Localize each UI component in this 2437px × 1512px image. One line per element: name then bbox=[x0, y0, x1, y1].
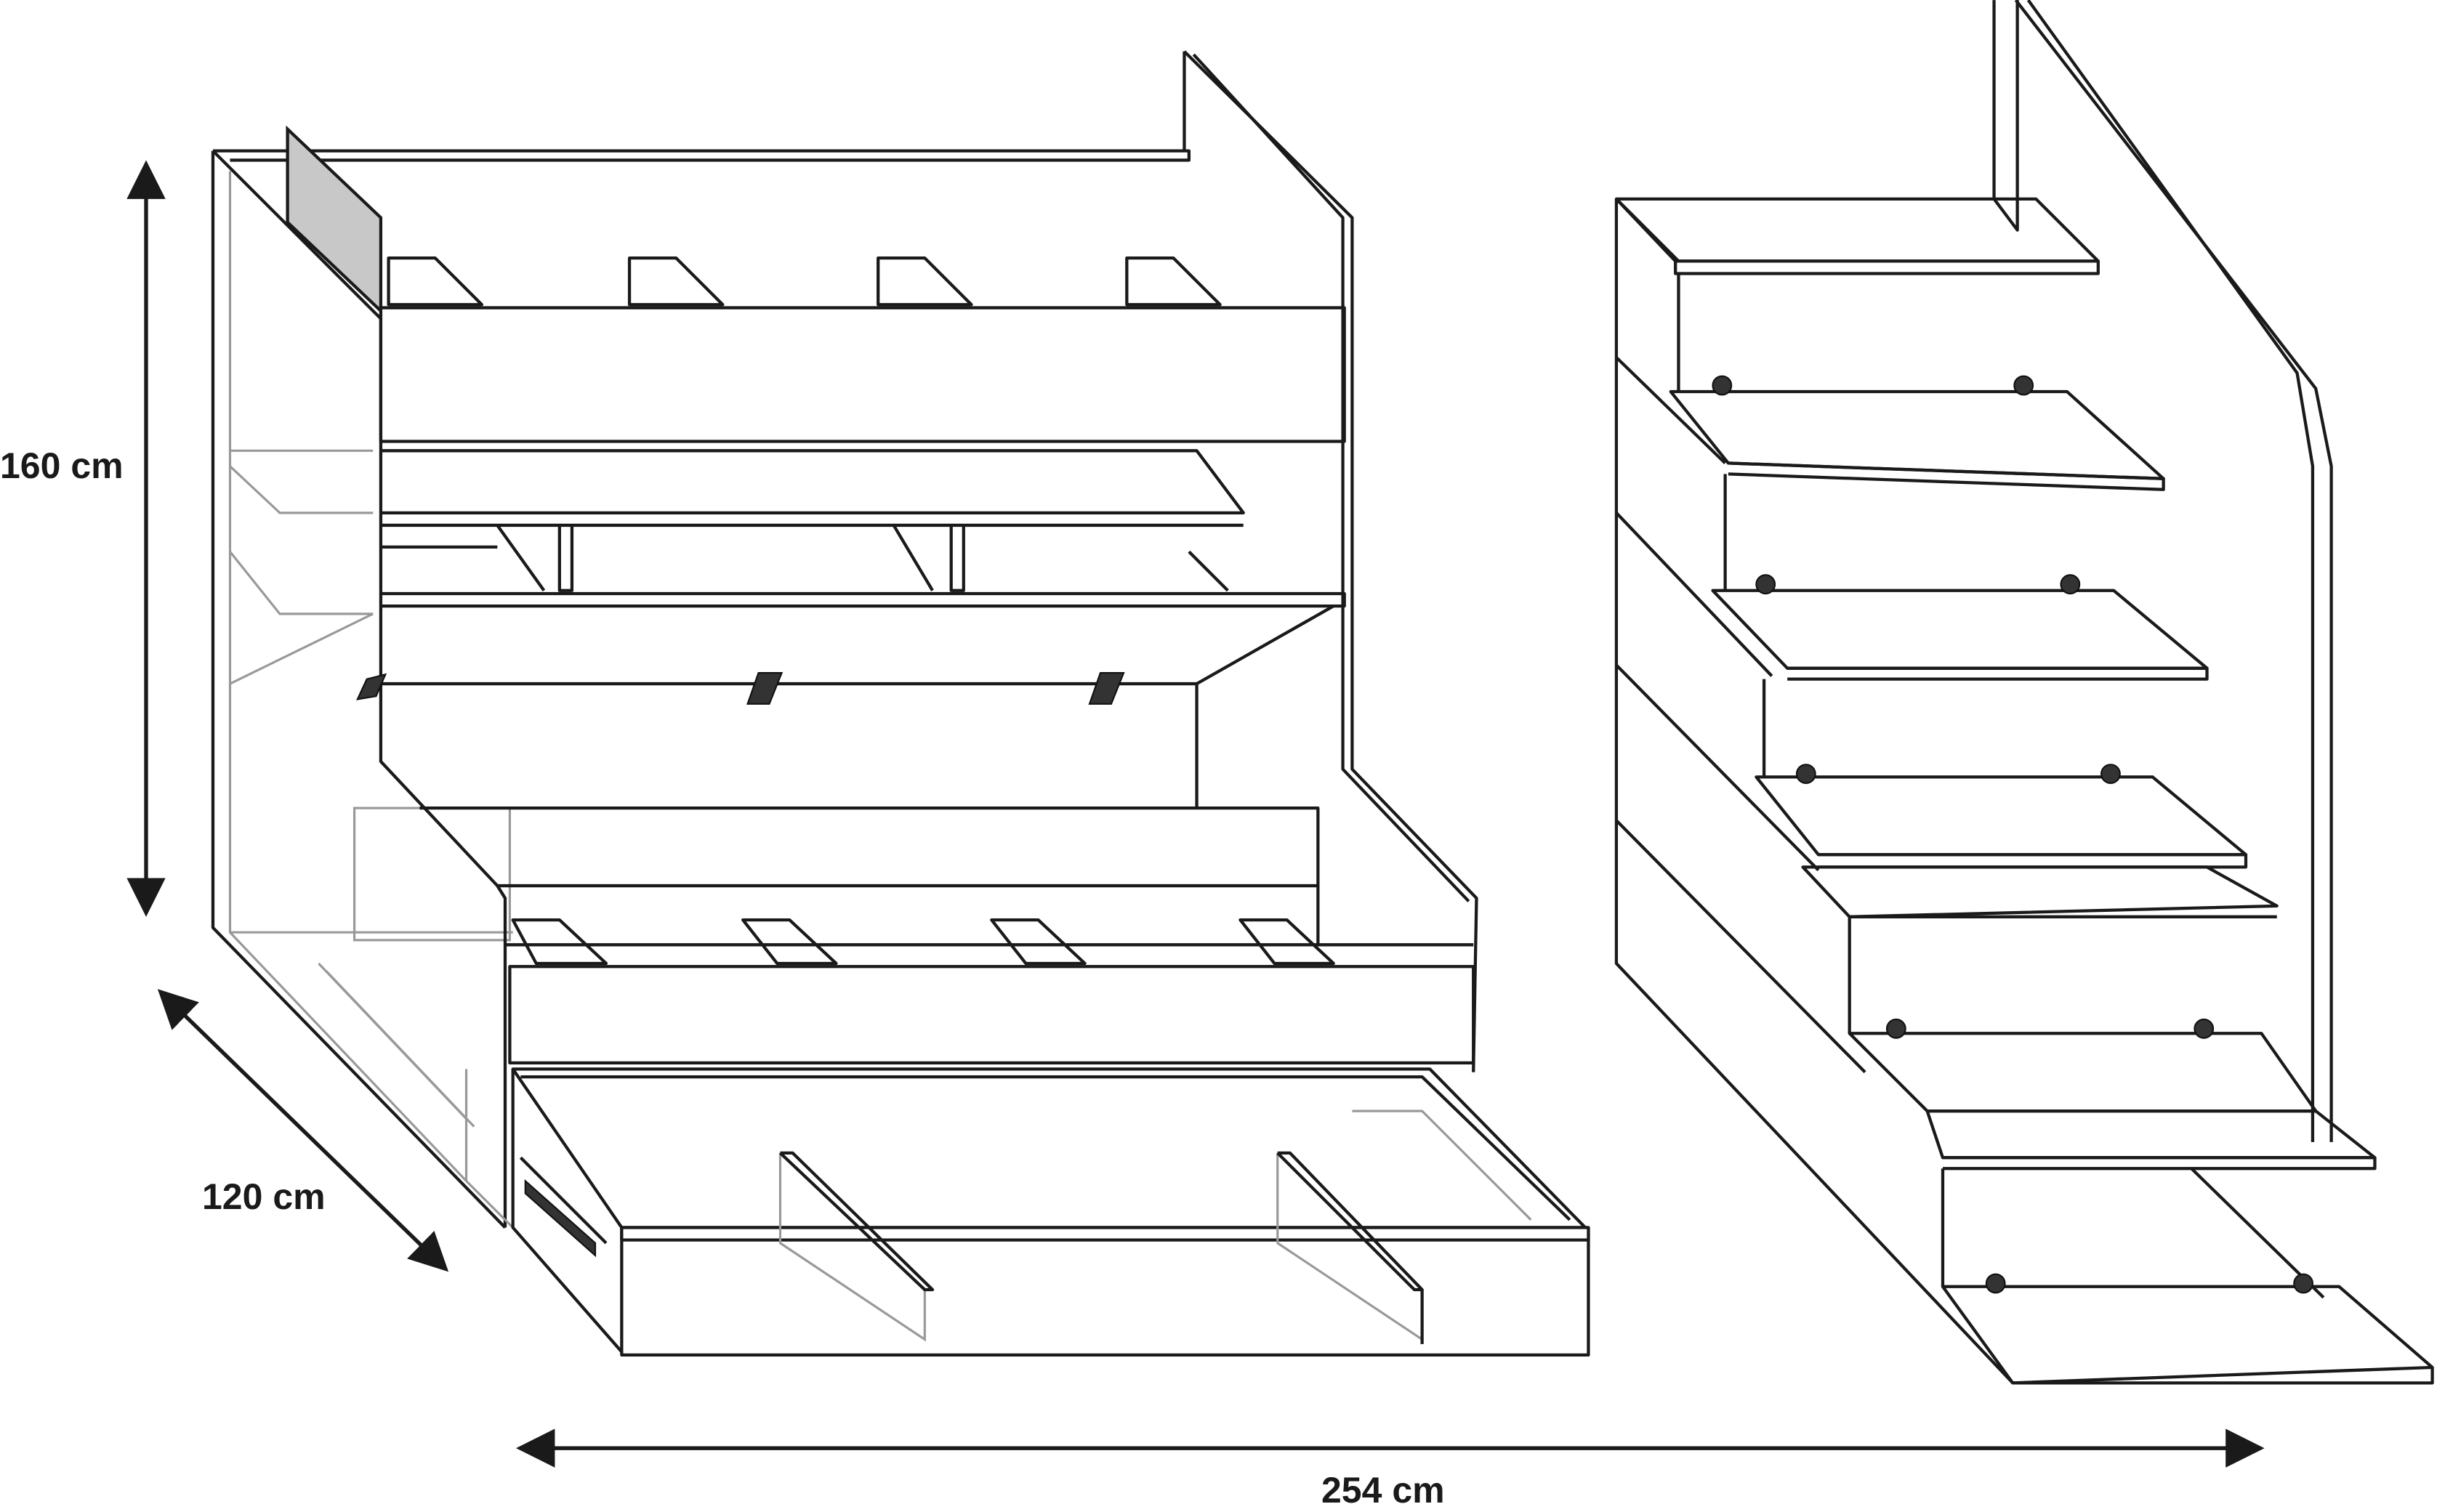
stair-hinges bbox=[1712, 375, 2313, 1294]
top-slats bbox=[387, 256, 1222, 307]
hinges-middle bbox=[356, 672, 1125, 705]
depth-dimension-arrow bbox=[157, 989, 449, 1272]
steps bbox=[1669, 389, 2434, 1385]
lower-slats bbox=[511, 918, 1335, 966]
drawer bbox=[318, 962, 1590, 1357]
depth-label: 120 cm bbox=[202, 1176, 326, 1217]
stair-unit bbox=[1614, 0, 2434, 1385]
height-label: 160 cm bbox=[0, 445, 124, 486]
bed-shelf-unit bbox=[211, 50, 1590, 1357]
accent-panel bbox=[286, 125, 383, 315]
width-label: 254 cm bbox=[1321, 1470, 1445, 1511]
